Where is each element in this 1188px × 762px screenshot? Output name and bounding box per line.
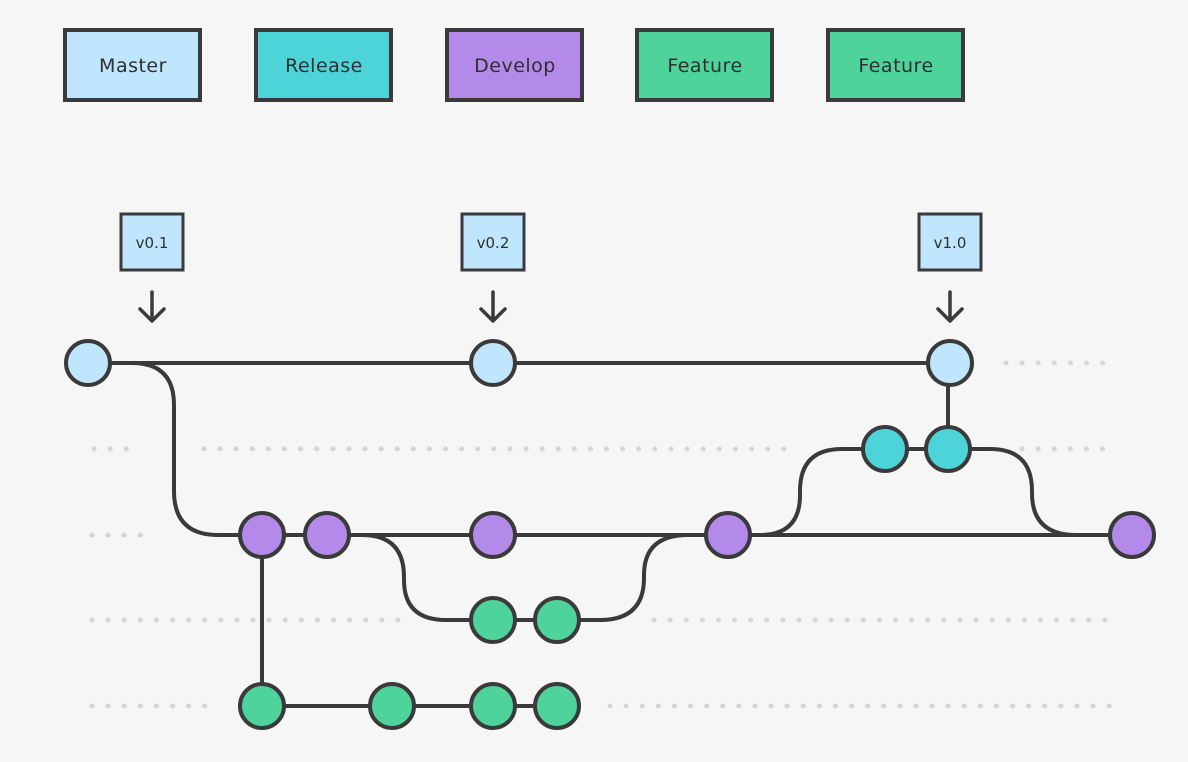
commit-feature-a-2: [533, 596, 581, 644]
tags: v0.1 v0.2 v1.0: [119, 212, 983, 323]
edge-develop-to-release: [726, 447, 950, 537]
tag-v1-0: v1.0: [917, 212, 983, 323]
legend-swatch-release: [254, 28, 393, 102]
tag-box-v0-1: [119, 212, 185, 272]
tag-label-v1-0: v1.0: [934, 234, 967, 252]
commit-develop-4: [704, 511, 752, 559]
tag-box-v0-2: [460, 212, 526, 272]
commit-release-1: [861, 425, 909, 473]
commit-master-v0-1: [64, 339, 112, 387]
commit-feature-a-1: [469, 596, 517, 644]
tag-v0-2: v0.2: [460, 212, 526, 323]
legend-swatch-master: [63, 28, 202, 102]
legend: Master Release Develop Feature Feature: [63, 28, 965, 102]
legend-item-feature-1: Feature: [635, 28, 774, 102]
legend-label-feature-2: Feature: [858, 55, 933, 77]
legend-item-release: Release: [254, 28, 393, 102]
legend-item-master: Master: [63, 28, 202, 102]
legend-label-develop: Develop: [474, 55, 556, 77]
edge-master-to-develop: [86, 361, 264, 537]
commit-feature-b-3: [469, 682, 517, 730]
commit-feature-b-1: [238, 682, 286, 730]
tag-label-v0-1: v0.1: [136, 234, 169, 252]
commit-feature-b-2: [368, 682, 416, 730]
commit-develop-1: [238, 511, 286, 559]
commit-develop-5: [1108, 511, 1156, 559]
commit-master-v0-2: [469, 339, 517, 387]
arrow-down-icon: [936, 290, 964, 323]
commit-release-2: [924, 425, 972, 473]
edge-release-to-develop: [946, 447, 1134, 537]
commit-master-v1-0: [926, 339, 974, 387]
commit-feature-b-4: [533, 682, 581, 730]
commits: [64, 339, 1156, 730]
tag-v0-1: v0.1: [119, 212, 185, 323]
legend-label-release: Release: [285, 55, 363, 77]
arrow-down-icon: [138, 290, 166, 323]
tag-label-v0-2: v0.2: [477, 234, 510, 252]
arrow-down-icon: [479, 290, 507, 323]
legend-swatch-feature-2: [826, 28, 965, 102]
legend-swatch-feature-1: [635, 28, 774, 102]
legend-swatch-develop: [445, 28, 584, 102]
lane-guides: [89, 360, 1115, 709]
legend-label-feature-1: Feature: [667, 55, 742, 77]
legend-label-master: Master: [99, 55, 167, 77]
tag-box-v1-0: [917, 212, 983, 272]
legend-item-feature-2: Feature: [826, 28, 965, 102]
legend-item-develop: Develop: [445, 28, 584, 102]
commit-develop-3: [469, 511, 517, 559]
commit-develop-2: [303, 511, 351, 559]
edge-develop-to-feature-a: [325, 533, 730, 622]
